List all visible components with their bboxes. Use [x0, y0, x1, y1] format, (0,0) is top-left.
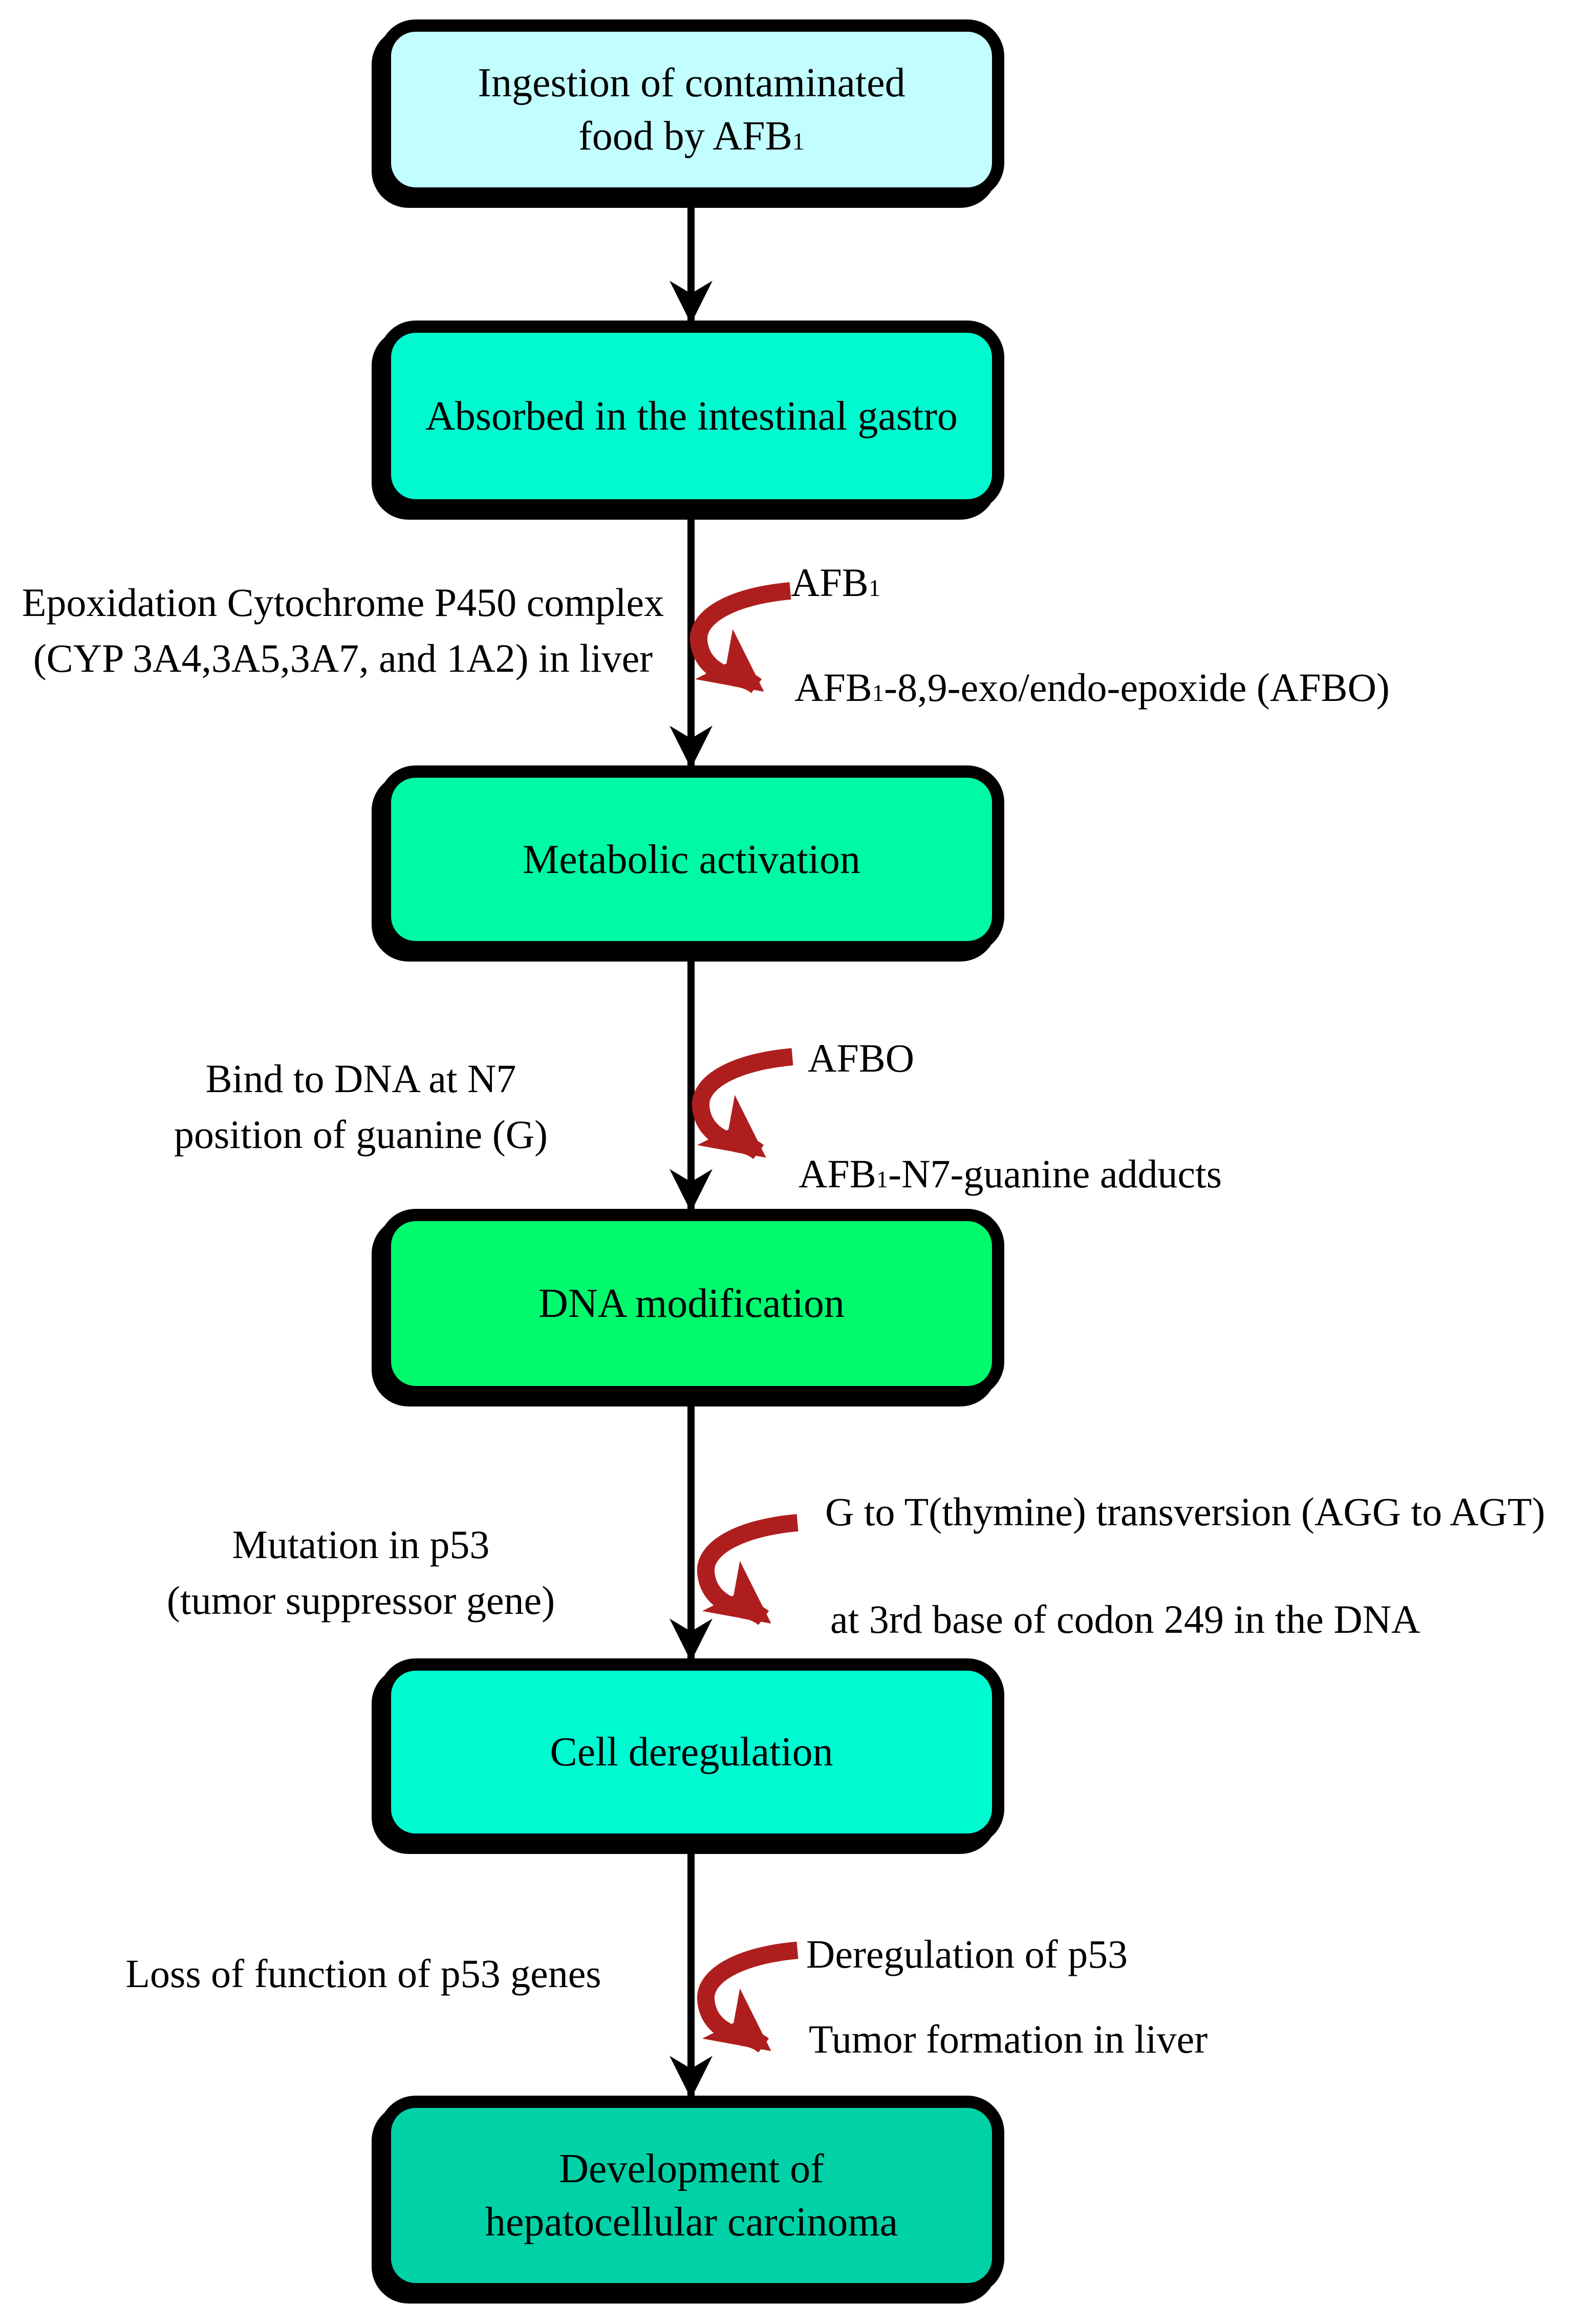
annotation-bind-dna: Bind to DNA at N7 position of guanine (G…: [72, 1051, 650, 1162]
node-hepatocellular-carcinoma: Development of hepatocellular carcinoma: [379, 2096, 1004, 2295]
node-hcc-line2: hepatocellular carcinoma: [485, 2200, 898, 2245]
node-ingestion-label: Ingestion of contaminated food by AFB1: [478, 56, 905, 163]
node-metabolic-activation: Metabolic activation: [379, 765, 1004, 953]
reaction-arrow-4: [697, 1942, 799, 2053]
label-codon-249: at 3rd base of codon 249 in the DNA: [830, 1597, 1420, 1641]
node-ingestion-line2: food by AFB: [578, 114, 792, 159]
node-metabolic-activation-label: Metabolic activation: [523, 837, 860, 882]
node-cell-deregulation-label: Cell deregulation: [550, 1730, 833, 1775]
annotation-p53-loss-line1: Loss of function of p53 genes: [125, 1951, 601, 1996]
afb-subscript: 1: [876, 1166, 889, 1193]
node-cell-deregulation: Cell deregulation: [379, 1658, 1004, 1846]
label-transversion: G to T(thymine) transversion (AGG to AGT…: [825, 1489, 1545, 1534]
annotation-bind-dna-line2: position of guanine (G): [174, 1112, 548, 1157]
annotation-p53-mutation-line2: (tumor suppressor gene): [166, 1578, 555, 1623]
node-absorption: Absorbed in the intestinal gastro: [379, 321, 1004, 511]
annotation-epoxidation-line1: Epoxidation Cytochrome P450 complex: [21, 580, 664, 625]
node-ingestion: Ingestion of contaminated food by AFB1: [379, 19, 1004, 200]
node-hcc-line1: Development of: [559, 2146, 824, 2191]
label-tumor-formation: Tumor formation in liver: [809, 2017, 1208, 2061]
afb-subscript: 1: [792, 128, 805, 155]
node-ingestion-line1: Ingestion of contaminated: [478, 60, 905, 105]
node-absorption-label: Absorbed in the intestinal gastro: [425, 393, 958, 439]
annotation-p53-mutation: Mutation in p53 (tumor suppressor gene): [72, 1517, 650, 1628]
afb-subscript: 1: [872, 680, 885, 707]
annotation-bind-dna-line1: Bind to DNA at N7: [205, 1056, 516, 1101]
label-guanine-adducts: AFB1-N7-guanine adducts: [799, 1152, 1222, 1196]
label-afbo-epoxide: AFB1-8,9-exo/endo-epoxide (AFBO): [794, 665, 1390, 710]
label-afb1: AFB1: [791, 560, 881, 605]
node-hepatocellular-carcinoma-label: Development of hepatocellular carcinoma: [485, 2142, 898, 2249]
node-dna-modification: DNA modification: [379, 1209, 1004, 1398]
label-deregulation-p53: Deregulation of p53: [806, 1932, 1128, 1976]
annotation-p53-loss: Loss of function of p53 genes: [46, 1946, 681, 2001]
reaction-arrow-1: [690, 582, 791, 693]
annotation-epoxidation-line2: (CYP 3A4,3A5,3A7, and 1A2) in liver: [33, 636, 653, 681]
afb-subscript: 1: [868, 575, 881, 602]
label-afbo: AFBO: [808, 1036, 915, 1080]
reaction-arrow-2: [692, 1048, 793, 1159]
reaction-arrow-3: [697, 1514, 799, 1625]
annotation-p53-mutation-line1: Mutation in p53: [232, 1522, 490, 1567]
annotation-epoxidation: Epoxidation Cytochrome P450 complex (CYP…: [10, 574, 676, 686]
node-dna-modification-label: DNA modification: [538, 1281, 845, 1326]
